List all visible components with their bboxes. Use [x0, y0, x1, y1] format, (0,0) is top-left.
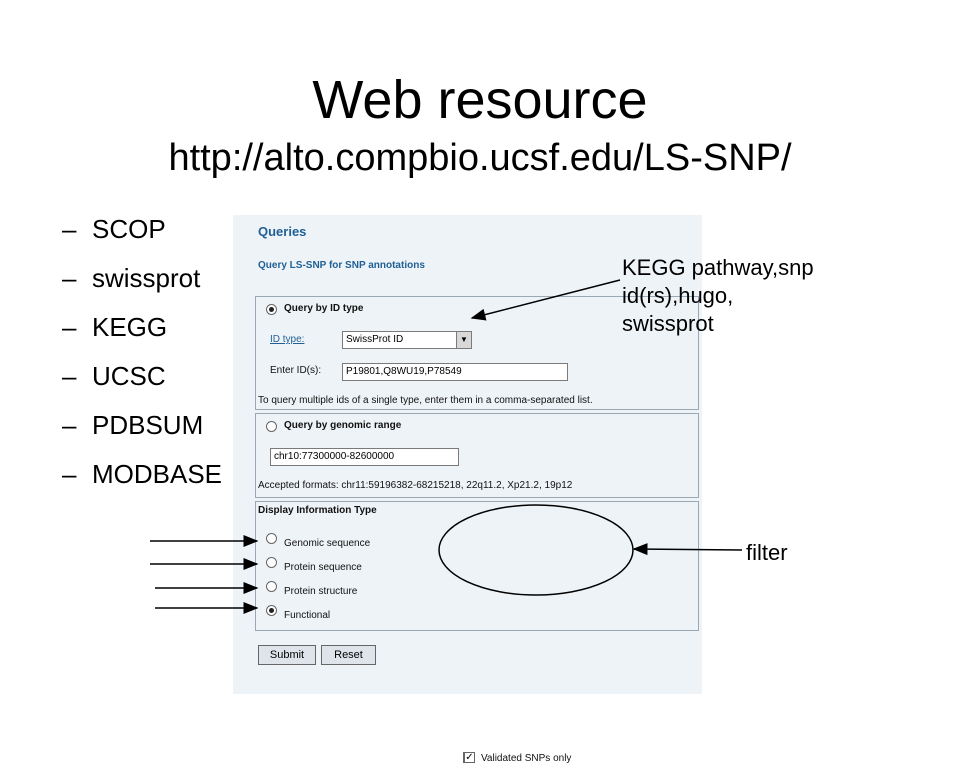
list-item: –MODBASE [62, 459, 223, 489]
resource-url: http://alto.compbio.ucsf.edu/LS-SNP/ [168, 137, 792, 179]
genomic-range-input[interactable]: chr10:77300000-82600000 [270, 448, 459, 466]
panel-title: Queries [258, 224, 307, 239]
id-query-section: Query by ID type ID type: SwissProt ID ▼… [255, 296, 699, 410]
accepted-formats: Accepted formats: chr11:59196382-6821521… [258, 480, 573, 491]
resource-list: –SCOP –swissprot –KEGG –UCSC –PDBSUM –MO… [62, 212, 222, 506]
functional-label: Functional [284, 610, 331, 621]
id-type-radio[interactable] [266, 304, 277, 315]
filter-arrow [632, 543, 743, 556]
enter-ids-label: Enter ID(s): [270, 365, 322, 376]
functional-radio[interactable] [266, 605, 277, 616]
protein-sequence-radio[interactable] [266, 557, 277, 568]
check-icon: ✓ [464, 752, 475, 763]
id-type-radio-label: Query by ID type [284, 303, 364, 314]
chevron-down-icon[interactable]: ▼ [456, 332, 471, 348]
submit-button[interactable]: Submit [258, 645, 316, 665]
enter-ids-input[interactable]: P19801,Q8WU19,P78549 [342, 363, 568, 381]
validated-snps-label: Validated SNPs only [481, 753, 572, 764]
genomic-sequence-radio[interactable] [266, 533, 277, 544]
query-panel: Queries Query LS-SNP for SNP annotations… [233, 215, 702, 764]
filter-highlight-ellipse [438, 504, 634, 596]
filter-annotation: filter [746, 540, 788, 565]
list-item: –PDBSUM [62, 410, 204, 440]
list-item: –KEGG [62, 312, 168, 342]
annotation-arrows [150, 279, 743, 614]
protein-structure-label: Protein structure [284, 586, 358, 597]
reset-button[interactable]: Reset [321, 645, 376, 665]
genomic-sequence-label: Genomic sequence [284, 538, 371, 549]
list-item: –swissprot [62, 263, 201, 293]
id-query-hint: To query multiple ids of a single type, … [258, 395, 593, 406]
protein-sequence-label: Protein sequence [284, 562, 362, 573]
id-type-select[interactable]: SwissProt ID ▼ [342, 331, 472, 349]
kegg-annotation: KEGG pathway,snp id(rs),hugo, swissprot [622, 255, 814, 336]
range-query-section: Query by genomic range chr10:77300000-82… [255, 413, 699, 498]
panel-subtitle: Query LS-SNP for SNP annotations [258, 260, 425, 271]
list-item: –SCOP [62, 214, 166, 244]
kegg-arrow [470, 279, 621, 321]
display-type-heading: Display Information Type [258, 505, 377, 516]
genomic-range-radio-label: Query by genomic range [284, 420, 402, 431]
id-type-link[interactable]: ID type: [270, 334, 305, 345]
list-item: –UCSC [62, 361, 166, 391]
protein-structure-radio[interactable] [266, 581, 277, 592]
slide-title: Web resource [312, 70, 648, 130]
genomic-range-radio[interactable] [266, 421, 277, 432]
